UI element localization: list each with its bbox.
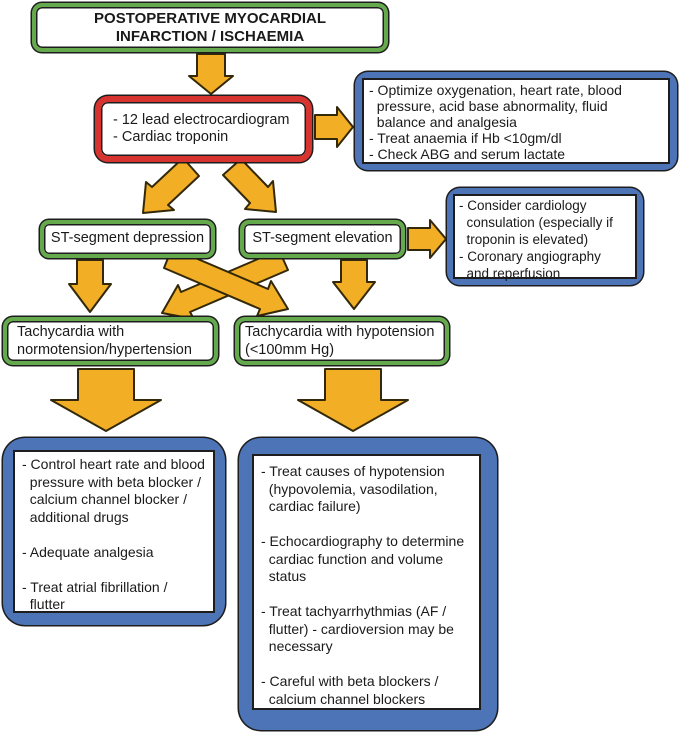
st-elevation-text: ST-segment elevation bbox=[252, 230, 393, 247]
arrow-right-ecg-to-optimize-icon bbox=[314, 106, 354, 148]
tachycardia-hypotension-text: Tachycardia with hypotension (<100mm Hg) bbox=[245, 324, 435, 358]
cardiology-consult-inner: - Consider cardiology consulation (espec… bbox=[453, 194, 637, 281]
optimize-oxygenation-inner: - Optimize oxygenation, heart rate, bloo… bbox=[362, 78, 670, 164]
st-depression-text: ST-segment depression bbox=[50, 230, 205, 247]
cardiology-consult-text: - Consider cardiology consulation (espec… bbox=[459, 198, 613, 281]
ecg-troponin-text: - 12 lead electrocardiogram - Cardiac tr… bbox=[113, 111, 290, 146]
arrow-down-depression-to-normotension-icon bbox=[68, 259, 112, 313]
arrow-right-elevation-to-cardiology-icon bbox=[407, 219, 447, 259]
title-text: POSTOPERATIVE MYOCARDIAL INFARCTION / IS… bbox=[94, 9, 326, 45]
st-elevation-box: ST-segment elevation bbox=[240, 220, 405, 258]
ecg-troponin-box: - 12 lead electrocardiogram - Cardiac tr… bbox=[95, 96, 312, 162]
hypotension-management-inner: - Treat causes of hypotension (hypovolem… bbox=[252, 454, 481, 710]
normotension-management-text: - Control heart rate and blood pressure … bbox=[22, 456, 205, 612]
arrow-big-down-to-normotension-mgmt-icon bbox=[50, 368, 162, 432]
st-depression-box: ST-segment depression bbox=[40, 220, 215, 258]
tachycardia-normotension-box: Tachycardia with normotension/hypertensi… bbox=[3, 317, 218, 365]
optimize-oxygenation-text: - Optimize oxygenation, heart rate, bloo… bbox=[369, 82, 622, 162]
hypotension-management-text: - Treat causes of hypotension (hypovolem… bbox=[261, 463, 465, 707]
arrow-down-title-to-ecg-icon bbox=[188, 53, 234, 95]
title-box: POSTOPERATIVE MYOCARDIAL INFARCTION / IS… bbox=[32, 3, 388, 52]
arrow-big-down-to-hypotension-mgmt-icon bbox=[297, 368, 409, 432]
arrow-down-elevation-to-hypotension-icon bbox=[332, 259, 376, 310]
arrow-diagonal-ecg-to-st-elevation-icon bbox=[222, 158, 277, 213]
optimize-oxygenation-box: - Optimize oxygenation, heart rate, bloo… bbox=[355, 72, 677, 170]
cardiology-consult-box: - Consider cardiology consulation (espec… bbox=[447, 188, 643, 285]
arrow-cross-depression-to-hypotension-icon bbox=[163, 247, 289, 317]
tachycardia-hypotension-box: Tachycardia with hypotension (<100mm Hg) bbox=[235, 317, 449, 365]
normotension-management-inner: - Control heart rate and blood pressure … bbox=[13, 450, 215, 613]
hypotension-management-box: - Treat causes of hypotension (hypovolem… bbox=[239, 438, 497, 730]
normotension-management-box: - Control heart rate and blood pressure … bbox=[3, 438, 225, 625]
tachycardia-normotension-text: Tachycardia with normotension/hypertensi… bbox=[17, 324, 192, 358]
arrow-diagonal-ecg-to-st-depression-icon bbox=[142, 157, 200, 214]
